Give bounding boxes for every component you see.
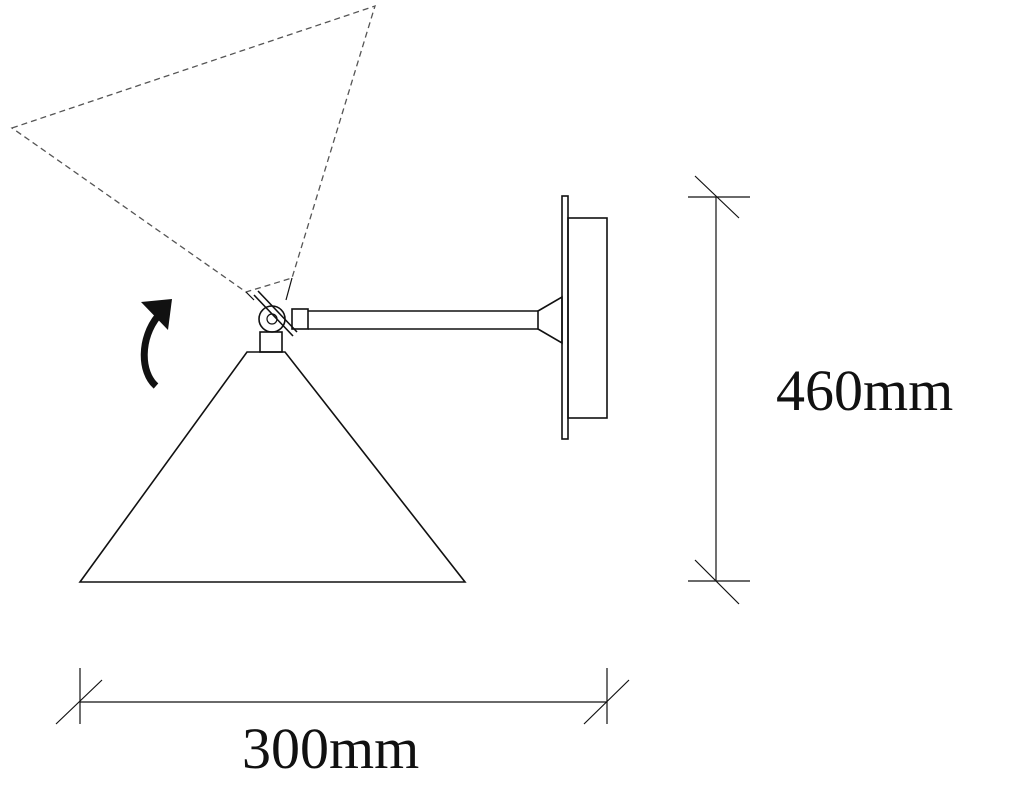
lamp-shade [78,351,467,583]
lamp-arm [291,295,563,345]
wall-mount-plate [561,195,608,440]
width-label: 300mm [242,716,419,781]
height-label: 460mm [776,358,953,423]
height-dimension [688,175,750,605]
curved-arrow-icon [140,299,172,389]
pivot-joint [245,277,298,353]
width-dimension [55,668,630,725]
rotated-shade-outline [10,4,376,293]
